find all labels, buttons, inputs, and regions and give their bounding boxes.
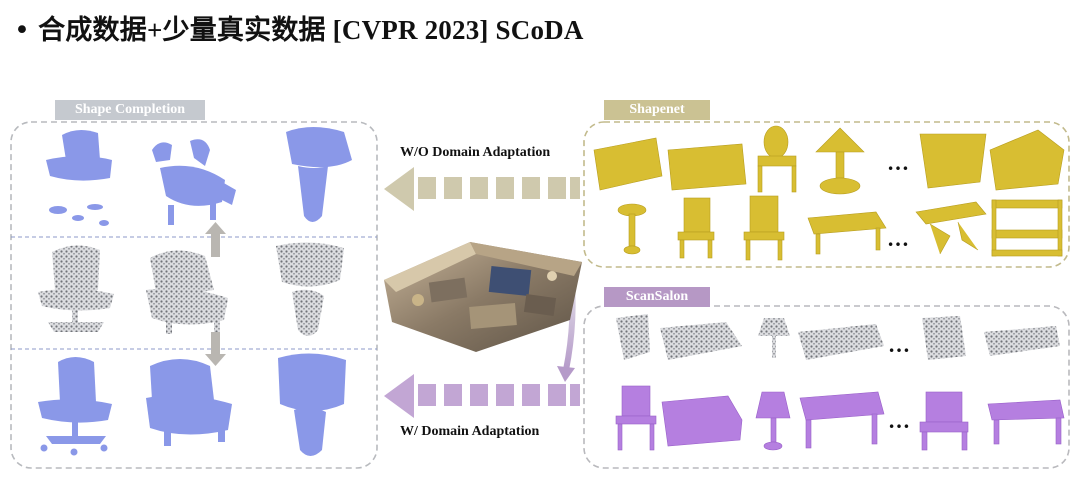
shapenet-table-1	[807, 211, 887, 255]
scan-chair-1	[616, 314, 650, 360]
shapenet-ellipsis-row-1: …	[887, 150, 909, 175]
title-text: 合成数据+少量真实数据 [CVPR 2023] SCoDA	[38, 15, 584, 45]
scan-sofa	[660, 322, 742, 360]
shapenet-sofa-1	[593, 137, 663, 191]
shapenet-label: Shapenet	[604, 100, 710, 120]
partial-lamp-mesh	[286, 127, 352, 222]
completed-armchair	[146, 359, 232, 446]
purple-lamp	[755, 391, 791, 451]
shape-completion-panel	[10, 121, 378, 469]
point-cloud-office-chair	[38, 245, 114, 332]
up-arrow	[205, 222, 226, 257]
completed-office-chair	[38, 357, 112, 456]
scansalon-ellipsis-row-1: …	[888, 332, 910, 357]
shapenet-ellipsis-row-2: …	[887, 226, 909, 251]
shapenet-panel	[583, 121, 1070, 268]
room-scan-image	[384, 242, 582, 352]
scansalon-label: ScanSalon	[604, 287, 710, 307]
page-title: •合成数据+少量真实数据 [CVPR 2023] SCoDA	[14, 8, 584, 47]
scan-table-2	[984, 326, 1060, 356]
purple-chair-2	[919, 391, 969, 451]
scan-chair-2	[922, 316, 966, 360]
purple-chair-1	[615, 385, 657, 451]
point-cloud-lamp	[276, 242, 344, 336]
shape-completion-label: Shape Completion	[55, 100, 205, 120]
scan-table-1	[798, 324, 884, 360]
shapenet-objects-row-1	[593, 125, 1065, 195]
scan-connector-arrowhead	[557, 366, 575, 382]
purple-sofa	[661, 395, 743, 447]
shapenet-sofa-2	[667, 143, 747, 191]
shapenet-bed	[989, 129, 1065, 191]
arrow-wo-domain-adaptation	[384, 167, 580, 211]
partial-chair-mesh	[46, 129, 112, 226]
scansalon-meshes-row	[615, 385, 1065, 451]
down-arrow	[205, 332, 226, 366]
w-domain-adaptation-label: W/ Domain Adaptation	[400, 424, 540, 439]
shapenet-chair-2	[677, 197, 715, 259]
arrow-w-domain-adaptation	[384, 374, 580, 418]
title-bullet: •	[14, 15, 31, 46]
scansalon-panel	[583, 305, 1070, 469]
completed-lamp	[278, 353, 346, 456]
point-cloud-armchair	[146, 250, 228, 334]
scan-lamp	[758, 318, 790, 358]
shapenet-chair-3	[743, 195, 785, 261]
shapenet-objects-row-2	[617, 195, 1063, 261]
scansalon-scans-row	[616, 314, 1060, 360]
purple-table-2	[987, 399, 1065, 445]
shapenet-desk	[919, 133, 987, 189]
partial-armchair-mesh	[152, 139, 236, 225]
shapenet-lamp-1	[815, 127, 865, 195]
wo-domain-adaptation-label: W/O Domain Adaptation	[400, 145, 551, 160]
purple-table-1	[799, 391, 885, 449]
shapenet-chair-1	[757, 125, 797, 193]
shapenet-table-2	[915, 201, 987, 255]
shapenet-bunk-bed	[991, 199, 1063, 257]
shapenet-lamp-2	[617, 203, 647, 255]
scansalon-ellipsis-row-2: …	[888, 408, 910, 433]
